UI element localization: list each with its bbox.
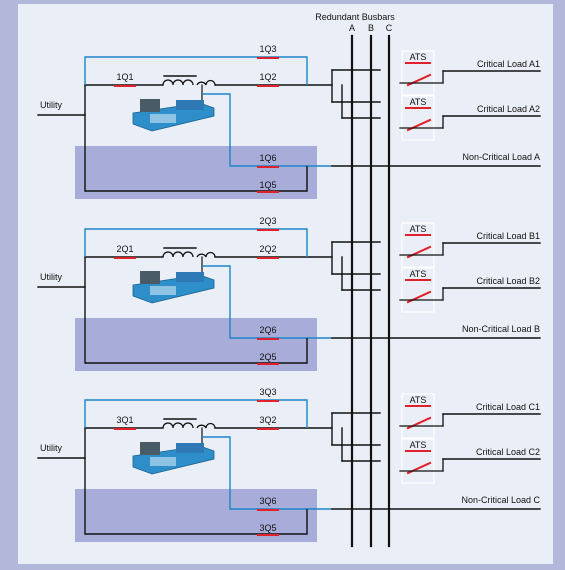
ats-box (401, 393, 435, 439)
bypass-line-q3 (84, 228, 308, 257)
transformer-coil-secondary (196, 251, 216, 258)
busbars-title: Redundant Busbars (315, 12, 395, 22)
generator-set-icon (132, 99, 215, 132)
utility-label: Utility (40, 443, 62, 453)
bottom-tie-line (85, 166, 308, 192)
bypass-line-q3 (84, 399, 308, 428)
ats-unit: ATS Critical Load C2 (399, 438, 541, 484)
genset-alternator (176, 272, 204, 282)
genset-skid (150, 286, 176, 295)
transformer-coil-secondary (196, 422, 216, 429)
genset-skid (150, 114, 176, 123)
critical-load-label: Critical Load C1 (476, 402, 540, 412)
genset-engine (140, 442, 160, 455)
generator-feed-line (202, 436, 332, 510)
bottom-tie-line (85, 338, 308, 364)
breaker-q1-label: 1Q1 (116, 72, 133, 82)
ats-label: ATS (410, 52, 427, 62)
section-2: Utility 2Q1 2Q2 2Q3 2Q6 Non-Critical Load B 2Q… (37, 216, 541, 371)
ats-unit: ATS Critical Load B2 (399, 267, 541, 313)
utility-label: Utility (40, 272, 62, 282)
ats-label: ATS (410, 395, 427, 405)
ats-label: ATS (410, 440, 427, 450)
genset-skid (150, 457, 176, 466)
ats-box (401, 95, 435, 141)
generator-set-icon (132, 442, 215, 475)
breaker-q2-label: 3Q2 (259, 415, 276, 425)
ats-box (401, 222, 435, 268)
busbar-label-c: C (386, 23, 393, 33)
genset-alternator (176, 443, 204, 453)
ats-unit: ATS Critical Load A1 (399, 50, 541, 96)
critical-load-label: Critical Load B2 (476, 276, 540, 286)
non-critical-load-label: Non-Critical Load C (461, 495, 540, 505)
non-critical-load-label: Non-Critical Load B (462, 324, 540, 334)
breaker-q6-label: 1Q6 (259, 153, 276, 163)
breaker-q1-label: 3Q1 (116, 415, 133, 425)
transformer-coil-primary (162, 79, 194, 86)
breaker-q3-label: 1Q3 (259, 44, 276, 54)
breaker-q3-label: 3Q3 (259, 387, 276, 397)
bypass-line-q3 (84, 56, 308, 85)
generator-set-icon (132, 271, 215, 304)
genset-engine (140, 271, 160, 284)
breaker-q2-label: 2Q2 (259, 244, 276, 254)
non-critical-area (75, 146, 317, 199)
utility-label: Utility (40, 100, 62, 110)
generator-feed-line (202, 265, 332, 339)
non-critical-area (75, 489, 317, 542)
breaker-q5-label: 1Q5 (259, 180, 276, 190)
critical-load-label: Critical Load A1 (477, 59, 540, 69)
section-1: Utility 1Q1 1Q2 1Q3 1Q6 Non-Critical Load A 1Q… (37, 44, 541, 199)
bottom-tie-line (85, 509, 308, 535)
diagram-panel (18, 4, 553, 564)
breaker-q5-label: 3Q5 (259, 523, 276, 533)
ats-box (401, 267, 435, 313)
critical-load-label: Critical Load C2 (476, 447, 540, 457)
busbar-label-a: A (349, 23, 355, 33)
ats-unit: ATS Critical Load C1 (399, 393, 541, 439)
critical-load-label: Critical Load B1 (476, 231, 540, 241)
transformer-coil-secondary (196, 79, 216, 86)
ats-unit: ATS Critical Load B1 (399, 222, 541, 268)
ats-label: ATS (410, 269, 427, 279)
non-critical-area (75, 318, 317, 371)
generator-feed-line (202, 93, 332, 167)
breaker-q6-label: 3Q6 (259, 496, 276, 506)
breaker-q5-label: 2Q5 (259, 352, 276, 362)
breaker-q2-label: 1Q2 (259, 72, 276, 82)
breaker-q6-label: 2Q6 (259, 325, 276, 335)
transformer-coil-primary (162, 422, 194, 429)
genset-engine (140, 99, 160, 112)
section-3: Utility 3Q1 3Q2 3Q3 3Q6 Non-Critical Load C 3Q… (37, 387, 541, 542)
genset-alternator (176, 100, 204, 110)
ats-box (401, 438, 435, 484)
busbar-label-b: B (368, 23, 374, 33)
ats-label: ATS (410, 97, 427, 107)
breaker-q3-label: 2Q3 (259, 216, 276, 226)
critical-load-label: Critical Load A2 (477, 104, 540, 114)
ats-label: ATS (410, 224, 427, 234)
ats-unit: ATS Critical Load A2 (399, 95, 541, 141)
ats-box (401, 50, 435, 96)
breaker-q1-label: 2Q1 (116, 244, 133, 254)
non-critical-load-label: Non-Critical Load A (462, 152, 540, 162)
transformer-coil-primary (162, 251, 194, 258)
